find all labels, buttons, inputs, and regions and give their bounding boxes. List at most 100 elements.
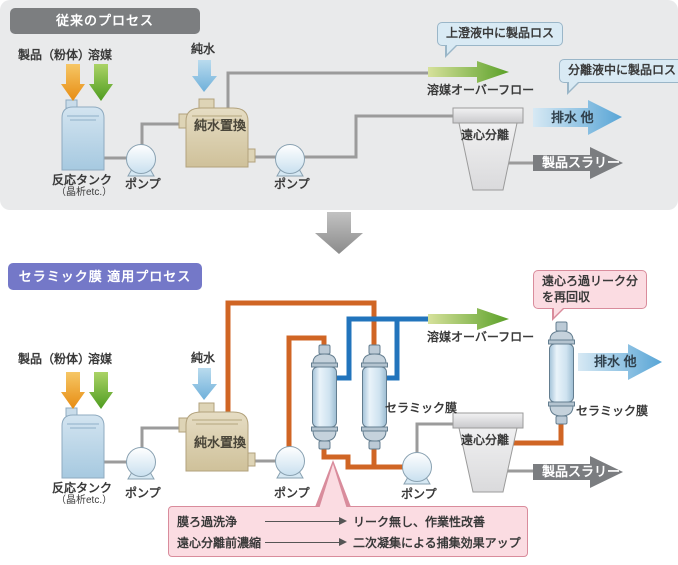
label-solvent-bottom: 溶媒: [88, 352, 113, 366]
note-row2-arrow: [265, 538, 347, 546]
liquid-level-lines: [67, 423, 99, 429]
callout-separated-loss: 分離液中に製品ロス: [559, 59, 678, 95]
membrane-nozzle-top: [555, 321, 568, 332]
note-row1-result: リーク無し、作業性改善: [353, 515, 486, 529]
label-slurry-bottom: 製品スラリー: [542, 464, 621, 479]
replace-tank-bottom: [178, 402, 256, 472]
feed-arrow-solvent-bottom: [89, 372, 113, 409]
membrane-cap-top: [312, 353, 337, 364]
centrifuge-bowl: [458, 122, 518, 191]
callout-supernatant-loss: 上澄液中に製品ロス: [437, 22, 564, 58]
note-row2-result: 二次凝集による捕集効果アップ: [353, 536, 521, 550]
centrifuge-top: [452, 107, 524, 191]
tank-body: [61, 106, 105, 171]
pump-bottom-3: [402, 452, 432, 485]
feed-arrow-water-top: [192, 60, 217, 92]
liquid-level-lines: [192, 419, 242, 425]
note-row1-label: 膜ろ過洗浄: [177, 515, 238, 529]
callout-tail-fill: [447, 43, 457, 54]
pump-bottom-2: [275, 446, 305, 479]
replace-tank-top: [178, 98, 256, 168]
pipe: [415, 422, 460, 455]
label-product-top: 製品（粉体）: [18, 48, 91, 62]
ceramic-membrane-module-1: [311, 344, 338, 450]
label-pump1-bottom: ポンプ: [125, 486, 161, 500]
label-product-bottom: 製品（粉体）: [18, 352, 91, 366]
pipe: [300, 114, 456, 159]
label-ceramic-membrane-mid: セラミック膜: [385, 401, 458, 415]
label-overflow-top: 溶媒オーバーフロー: [427, 83, 535, 97]
membrane-nozzle-bottom: [368, 440, 381, 450]
pump-top-2: [275, 144, 305, 177]
pump-bottom-1: [126, 447, 156, 480]
liquid-level-lines: [67, 115, 99, 121]
callout-text: 上澄液中に製品ロス: [446, 26, 555, 40]
membrane-flange-bottom: [548, 401, 575, 407]
centrifuge-bowl: [458, 427, 518, 493]
label-centrifuge-top: 遠心分離: [461, 128, 510, 142]
label-solvent-top: 溶媒: [88, 48, 113, 62]
pipe: [226, 71, 429, 110]
membrane-nozzle-bottom: [555, 415, 568, 425]
label-slurry-top: 製品スラリー: [542, 155, 621, 170]
ceramic-membrane-module-3: [548, 321, 575, 425]
pipe-membrane1-permeate: [335, 316, 428, 381]
slurry-arrow-top: [533, 147, 623, 179]
reaction-tank-top: [61, 99, 105, 171]
label-reaction-tank-bottom: 反応タンク: [52, 481, 113, 495]
feed-arrow-water-bottom: [192, 368, 217, 400]
label-pure-water-top: 純水: [191, 42, 216, 56]
note-row2-label: 遠心分離前濃縮: [177, 536, 262, 550]
label-reaction-tank-sub-bottom: （晶析etc.）: [56, 495, 113, 506]
liquid-level-lines: [192, 115, 242, 121]
slurry-arrow-bottom: [533, 456, 623, 488]
label-overflow-bottom: 溶媒オーバーフロー: [427, 330, 535, 344]
blue-permeate-pipes: [335, 316, 428, 381]
centrifuge-bottom: [452, 412, 524, 493]
pump-top-1: [126, 144, 156, 177]
callout-tail-fill: [569, 80, 579, 91]
pipe-tank-to-membrane2: [225, 300, 377, 414]
membrane-flange-top: [548, 339, 575, 345]
badge-ceramic-process: セラミック膜 適用プロセス: [8, 263, 202, 290]
label-pump2-bottom: ポンプ: [274, 486, 310, 500]
membrane-flange-top: [311, 362, 338, 368]
membrane-flange-bottom: [361, 426, 388, 432]
pump-casing: [126, 447, 156, 477]
membrane-cap-top: [549, 330, 574, 341]
label-water-replace-top: 純水置換: [194, 118, 247, 133]
membrane-nozzle-bottom: [318, 440, 331, 450]
tank-body: [61, 414, 105, 479]
note-row1-arrow: [265, 517, 347, 525]
reaction-tank-bottom: [61, 407, 105, 479]
ceramic-membrane-module-2: [361, 344, 388, 450]
pump-casing: [402, 452, 432, 482]
top-gray-pipes: [104, 71, 537, 165]
callout-text-line1: 遠心ろ過リーク分: [542, 274, 639, 288]
label-pure-water-bottom: 純水: [191, 351, 216, 365]
drain-arrow-bottom: [578, 344, 662, 380]
label-water-replace-bottom: 純水置換: [194, 435, 247, 450]
overflow-arrow-top: [428, 61, 509, 83]
pipe-membrane3-to-centrifuge: [511, 419, 564, 446]
centrifuge-lid: [452, 107, 524, 124]
label-reaction-tank-sub-top: （晶析etc.）: [56, 187, 113, 198]
membrane-body: [549, 343, 574, 403]
feed-arrow-product-bottom: [61, 372, 85, 409]
pipe: [140, 122, 188, 150]
label-ceramic-membrane-right: セラミック膜: [576, 404, 649, 418]
membrane-cap-top: [362, 353, 387, 364]
bottom-gray-pipes: [104, 422, 537, 473]
centrifuge-lid: [452, 412, 524, 429]
label-centrifuge-bottom: 遠心分離: [461, 433, 510, 447]
callout-tail-fill: [554, 307, 564, 318]
pipe: [140, 426, 188, 454]
pump-casing: [126, 144, 156, 174]
callout-text: 分離液中に製品ロス: [568, 63, 677, 77]
pump-casing: [275, 144, 305, 174]
membrane-nozzle-top: [318, 344, 331, 355]
pipe-membrane2-permeate: [385, 319, 400, 381]
tank-body: [185, 411, 249, 472]
